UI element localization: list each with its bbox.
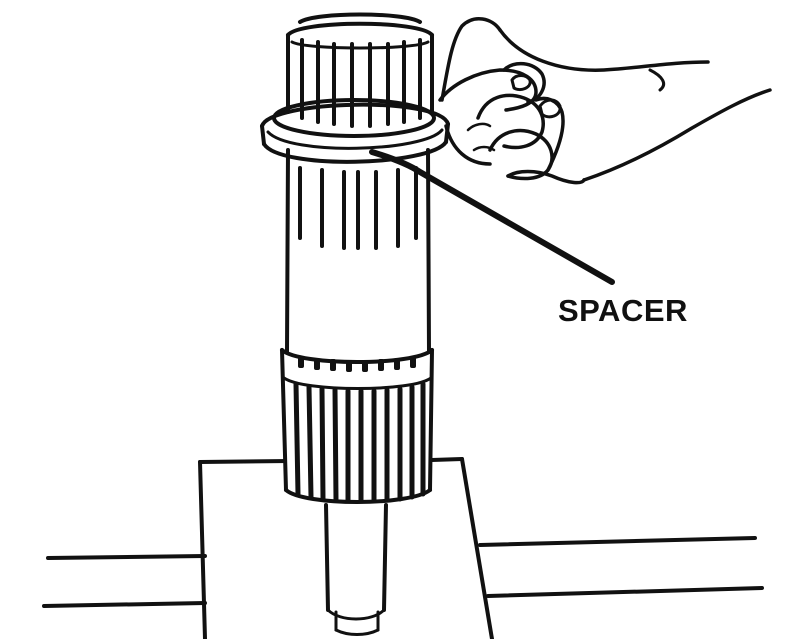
shaft-stub <box>324 503 388 636</box>
hand <box>438 17 772 185</box>
threaded-collar <box>280 348 434 504</box>
callout-leader-line <box>369 149 615 285</box>
callout-label-spacer: SPACER <box>558 293 688 328</box>
press-bench <box>42 457 764 639</box>
shaft-body <box>285 148 431 354</box>
